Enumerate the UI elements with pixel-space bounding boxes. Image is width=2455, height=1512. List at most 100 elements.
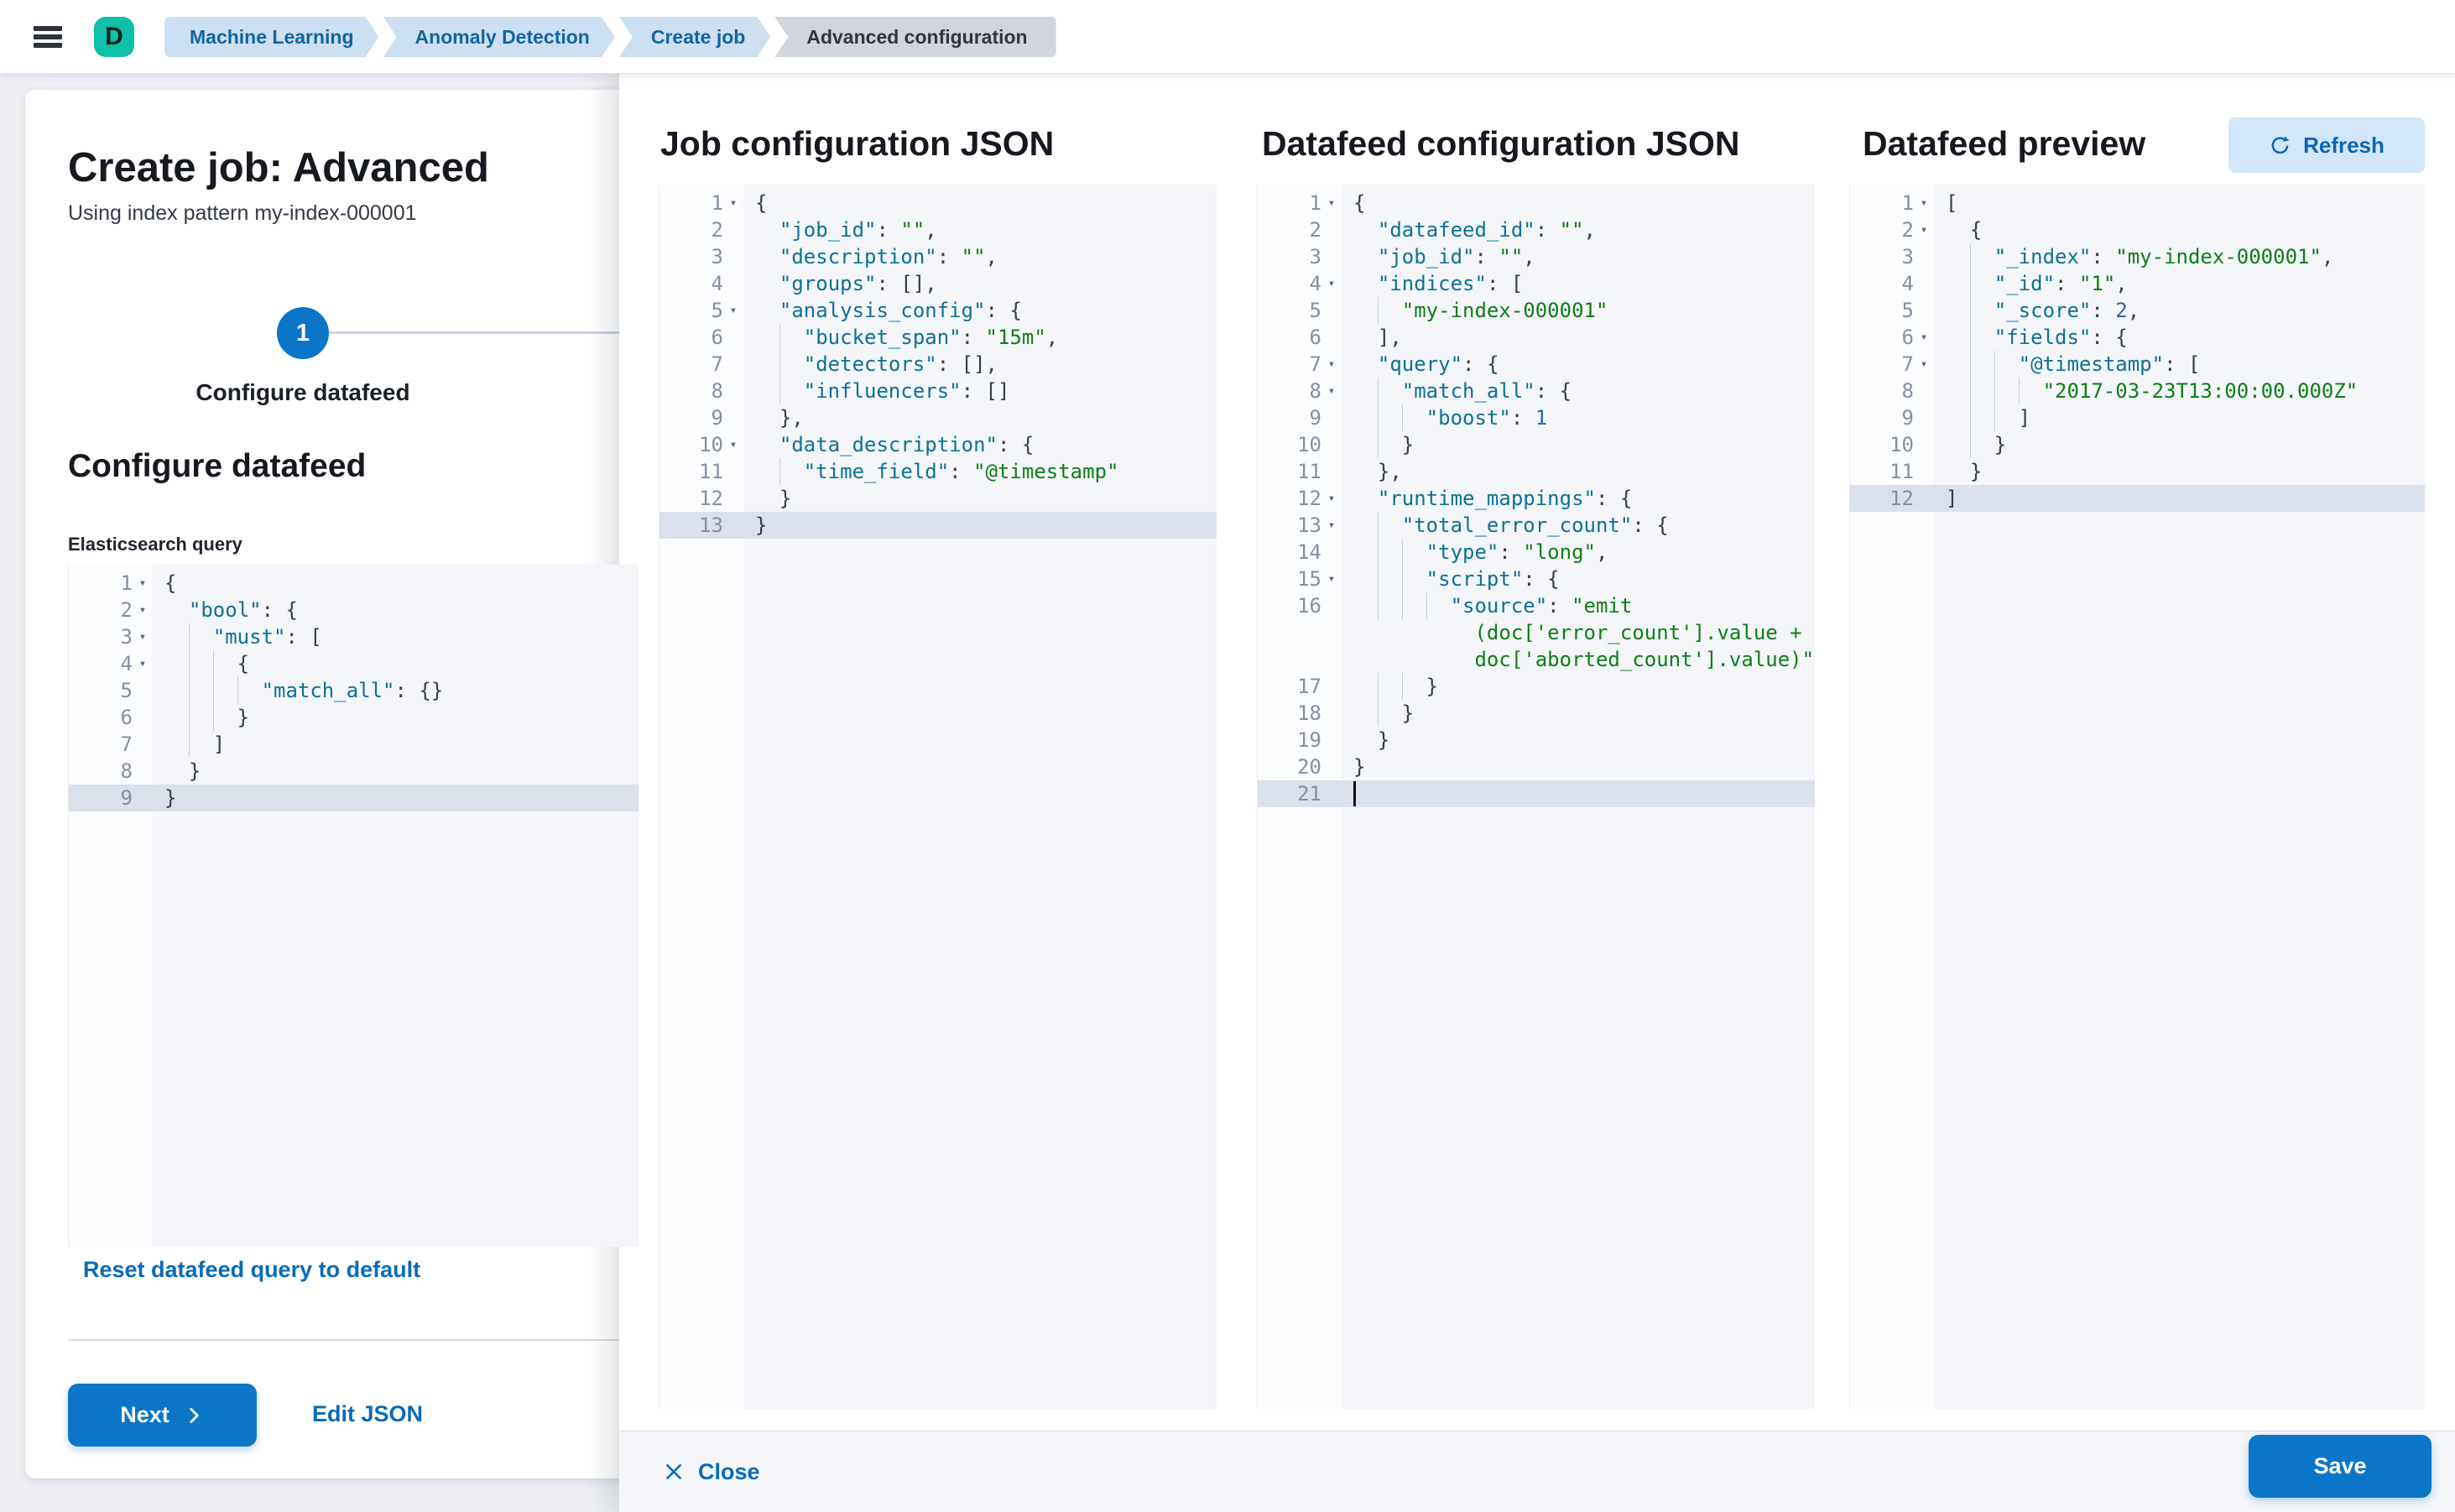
close-icon (666, 1464, 681, 1479)
datafeed-configuration-editor[interactable]: 1▾{2"datafeed_id": "",3"job_id": "",4▾"i… (1257, 185, 1815, 1409)
code-line: 6"bucket_span": "15m", (659, 324, 1217, 351)
line-number: 4 (120, 652, 133, 675)
code-line: 11}, (1258, 458, 1815, 485)
line-number: 13 (699, 514, 723, 537)
code-line: 13} (659, 512, 1217, 539)
fold-arrow-icon[interactable]: ▾ (138, 630, 147, 644)
code-line: 9"boost": 1 (1258, 404, 1815, 431)
code-line: 7▾"query": { (1258, 351, 1815, 378)
line-number: 1 (120, 571, 133, 595)
code-line: 11} (1850, 458, 2425, 485)
refresh-button-label: Refresh (2303, 132, 2385, 158)
refresh-button[interactable]: Refresh (2228, 117, 2425, 173)
fold-arrow-icon[interactable]: ▾ (1327, 277, 1336, 290)
code-line: 8"2017-03-23T13:00:00.000Z" (1850, 378, 2425, 404)
indent-guide (1377, 297, 1402, 324)
fold-arrow-icon[interactable]: ▾ (1327, 357, 1336, 371)
code-line: 6], (1258, 324, 1815, 351)
code-line: 12] (1850, 485, 2425, 512)
line-number: 6 (1309, 326, 1321, 349)
fold-arrow-icon[interactable]: ▾ (729, 304, 738, 317)
line-number: 5 (711, 299, 723, 322)
line-number: 11 (699, 460, 723, 483)
elasticsearch-query-editor[interactable]: 1▾{2▾"bool": {3▾"must": [4▾{5"match_all"… (68, 565, 639, 1247)
fold-arrow-icon[interactable]: ▾ (1920, 223, 1928, 237)
indent-guide (1969, 243, 1994, 270)
code-line: 7"detectors": [], (659, 351, 1217, 378)
code-line: 3"job_id": "", (1258, 243, 1815, 270)
line-number: 2 (1309, 218, 1321, 242)
job-configuration-editor[interactable]: 1▾{2"job_id": "",3"description": "",4"gr… (659, 185, 1217, 1409)
indent-guide (1969, 431, 1994, 458)
line-number: 6 (120, 706, 133, 729)
fold-arrow-icon[interactable]: ▾ (1920, 331, 1928, 344)
fold-arrow-icon[interactable]: ▾ (138, 603, 147, 617)
fold-arrow-icon[interactable]: ▾ (1327, 196, 1336, 210)
code-line: 10} (1258, 431, 1815, 458)
code-line: 12▾"runtime_mappings": { (1258, 485, 1815, 512)
indent-guide (1969, 270, 1994, 297)
line-number: 8 (1309, 379, 1321, 403)
line-number: 9 (1309, 406, 1321, 430)
indent-guide (188, 623, 213, 650)
fold-arrow-icon[interactable]: ▾ (1920, 196, 1928, 210)
step-1-label: Configure datafeed (195, 379, 410, 405)
next-button[interactable]: Next (68, 1384, 257, 1447)
line-number: 3 (120, 625, 133, 649)
code-line: 14"type": "long", (1258, 539, 1815, 566)
indent-guide (188, 731, 213, 758)
datafeed-preview-title: Datafeed preview (1863, 124, 2146, 163)
fold-arrow-icon[interactable]: ▾ (1327, 492, 1336, 505)
code-line: 8▾"match_all": { (1258, 378, 1815, 404)
code-line: 9} (69, 785, 639, 811)
page-subtitle: Using index pattern my-index-000001 (68, 201, 417, 225)
reset-datafeed-query-link[interactable]: Reset datafeed query to default (83, 1257, 421, 1282)
edit-json-link[interactable]: Edit JSON (312, 1401, 424, 1426)
code-line: 4▾"indices": [ (1258, 270, 1815, 297)
line-number: 9 (711, 406, 723, 430)
line-number: 15 (1297, 567, 1321, 591)
space-avatar[interactable]: D (94, 17, 134, 57)
breadcrumb-machine-learning[interactable]: Machine Learning (164, 17, 379, 57)
fold-arrow-icon[interactable]: ▾ (1920, 357, 1928, 371)
indent-guide (1969, 297, 1994, 324)
text-cursor (1353, 781, 1356, 806)
line-number: 18 (1297, 701, 1321, 725)
fold-arrow-icon[interactable]: ▾ (1327, 572, 1336, 586)
code-line: 20} (1258, 753, 1815, 780)
section-title: Configure datafeed (68, 448, 367, 484)
indent-guide (779, 458, 804, 485)
line-number: 17 (1297, 675, 1321, 698)
breadcrumb-create-job[interactable]: Create job (619, 17, 770, 57)
indent-guide (212, 650, 237, 677)
fold-arrow-icon[interactable]: ▾ (729, 196, 738, 210)
fold-arrow-icon[interactable]: ▾ (138, 576, 147, 590)
code-line: 5"my-index-000001" (1258, 297, 1815, 324)
code-line: 1▾{ (659, 190, 1217, 216)
indent-guide (2018, 378, 2043, 404)
code-line: 9] (1850, 404, 2425, 431)
hamburger-menu-icon[interactable] (34, 26, 62, 48)
fold-arrow-icon[interactable]: ▾ (138, 657, 147, 670)
indent-guide (1426, 592, 1451, 619)
fold-arrow-icon[interactable]: ▾ (729, 438, 738, 451)
fold-arrow-icon[interactable]: ▾ (1327, 519, 1336, 532)
indent-guide (188, 650, 213, 677)
fold-arrow-icon[interactable]: ▾ (1327, 384, 1336, 398)
code-line: 17} (1258, 673, 1815, 700)
code-line: 2▾"bool": { (69, 597, 639, 623)
next-button-label: Next (120, 1402, 169, 1427)
step-1-indicator[interactable]: 1 (277, 307, 329, 359)
code-line: 8"influencers": [] (659, 378, 1217, 404)
close-button[interactable]: Close (663, 1459, 760, 1485)
line-number: 10 (1297, 433, 1321, 456)
datafeed-preview-editor[interactable]: 1▾[2▾{3"_index": "my-index-000001",4"_id… (1849, 185, 2425, 1409)
line-number: 12 (699, 487, 723, 510)
line-number: 6 (711, 326, 723, 349)
breadcrumb-anomaly-detection[interactable]: Anomaly Detection (383, 17, 615, 57)
line-number: 8 (711, 379, 723, 403)
line-number: 6 (1901, 326, 1914, 349)
code-line: 3▾"must": [ (69, 623, 639, 650)
save-button[interactable]: Save (2249, 1435, 2432, 1498)
indent-guide (1377, 431, 1402, 458)
